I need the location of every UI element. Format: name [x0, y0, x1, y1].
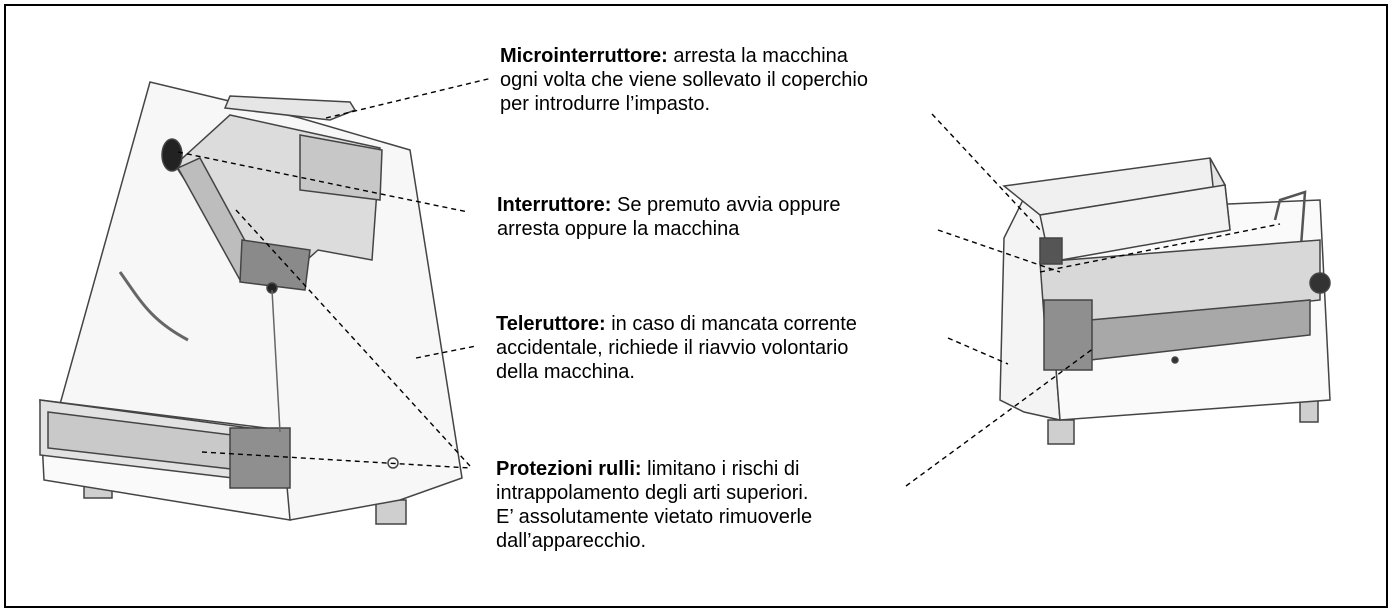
label-interruttore: Interruttore: Se premuto avvia oppure ar…	[497, 193, 840, 241]
leader-tele-right-2	[1039, 223, 1281, 273]
prot-title: Protezioni rulli:	[496, 458, 642, 480]
prot-line-4: dall’apparecchio.	[496, 530, 647, 552]
micro-line-3: per introdurre l’impasto.	[500, 93, 711, 115]
inter-line-1: Se premuto avvia oppure	[617, 194, 841, 216]
micro-line-1: arresta la macchina	[673, 45, 848, 67]
micro-title: Microinterruttore:	[500, 45, 668, 67]
tele-line-2: accidentale, richiede il riavvio volonta…	[496, 337, 849, 359]
prot-line-1: limitano i rischi di	[647, 458, 800, 480]
label-microinterruttore: Microinterruttore: arresta la macchina o…	[500, 44, 868, 116]
tele-title: Teleruttore:	[496, 313, 606, 335]
right-machine	[999, 157, 1331, 445]
leader-lines	[177, 77, 1281, 487]
prot-line-2: intrappolamento degli arti superiori.	[496, 482, 809, 504]
tele-line-3: della macchina.	[496, 361, 635, 383]
leader-inter-right	[937, 229, 1061, 273]
prot-line-3: E’ assolutamente vietato rimuoverle	[496, 506, 813, 528]
inter-title: Interruttore:	[497, 194, 612, 216]
label-teleruttore: Teleruttore: in caso di mancata corrente…	[496, 312, 857, 384]
left-machine	[39, 81, 463, 525]
leader-prot-upper	[235, 209, 471, 467]
inter-line-2: arresta oppure la macchina	[497, 218, 740, 240]
micro-line-2: ogni volta che viene sollevato il coperc…	[500, 69, 868, 91]
tele-line-1: in caso di mancata corrente	[611, 313, 857, 335]
leader-micro-left	[325, 77, 493, 119]
leader-micro-right	[931, 113, 1043, 233]
leader-prot-right	[905, 347, 1095, 487]
leader-inter-left	[177, 151, 469, 213]
leader-tele-right-1	[947, 337, 1009, 365]
label-protezioni-rulli: Protezioni rulli: limitano i rischi di i…	[496, 457, 812, 553]
leader-tele-left	[415, 345, 477, 359]
